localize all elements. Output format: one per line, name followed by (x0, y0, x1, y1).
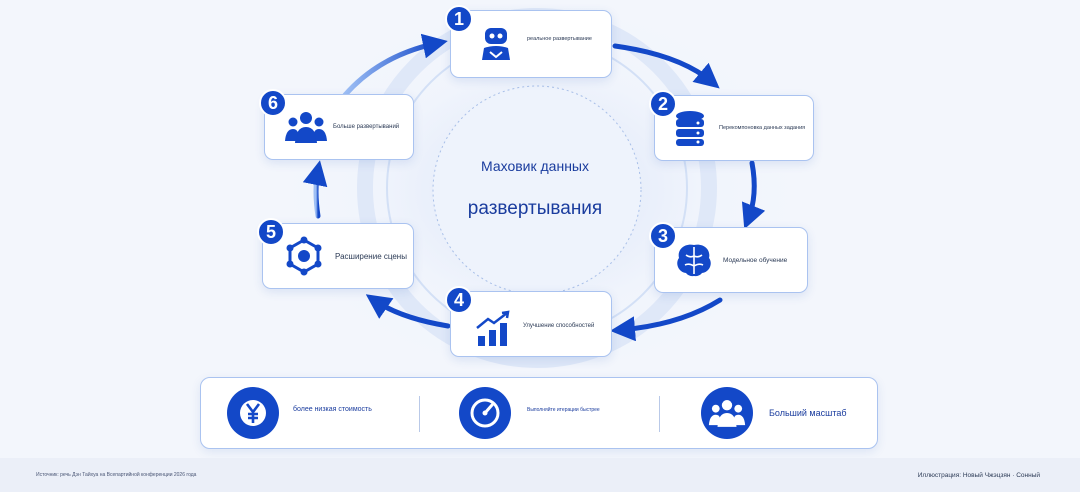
benefit-item-2: Выполняйте итерации быстрее (459, 387, 600, 439)
people-group-icon (283, 104, 329, 150)
brain-icon (671, 237, 717, 283)
step-number-2: 2 (649, 90, 677, 118)
benefit-label-1: более низкая стоимость (293, 405, 372, 413)
yen-coin-icon (227, 387, 279, 439)
inner-circle (432, 85, 642, 295)
step-label-4: Улучшение способностей (523, 323, 595, 329)
step-card-2: 2 Перекомпоновка данных задания (649, 90, 814, 161)
benefit-item-1: более низкая стоимость (227, 387, 372, 439)
arrow-4-to-5 (365, 294, 451, 329)
step-label-2: Перекомпоновка данных задания (719, 125, 806, 131)
arrow-6-to-1 (342, 33, 448, 98)
database-icon (667, 105, 713, 151)
arrow-3-to-4 (610, 297, 723, 342)
step-label-6: Больше развертываний (333, 124, 400, 130)
center-title-line1: Маховик данных (481, 158, 589, 174)
step-number-5: 5 (257, 218, 285, 246)
step-card-6: 6 Больше развертываний (259, 89, 414, 160)
step-number-6: 6 (259, 89, 287, 117)
network-cube-icon (281, 233, 327, 279)
growth-chart-icon (471, 306, 517, 352)
people-group-icon (701, 387, 753, 439)
benefit-divider-1 (419, 396, 420, 432)
illustration-credit: Иллюстрация: Новый Чжэцзян · Сонный (917, 472, 1040, 479)
step-card-3: 3 Модельное обучение (649, 222, 808, 293)
step-card-1: 1 реальное развертывание (445, 5, 612, 78)
speedometer-icon (459, 387, 511, 439)
step-number-1: 1 (445, 5, 473, 33)
benefits-panel: более низкая стоимость Выполняйте итерац… (200, 377, 878, 449)
step-card-4: 4 Улучшение способностей (445, 286, 612, 357)
arrow-1-to-2 (612, 43, 720, 89)
benefit-label-3: Больший масштаб (769, 408, 847, 418)
arrow-5-to-6 (302, 160, 328, 219)
source-note: Источник: речь Дэн Тайхуа на Всепартийно… (36, 472, 197, 478)
step-number-3: 3 (649, 222, 677, 250)
step-card-5: 5 Расширение сцены (257, 218, 414, 289)
benefit-divider-2 (659, 396, 660, 432)
step-number-4: 4 (445, 286, 473, 314)
step-label-1: реальное развертывание (527, 36, 592, 42)
robot-icon (473, 21, 519, 67)
benefit-label-2: Выполняйте итерации быстрее (527, 407, 600, 413)
arrow-2-to-3 (741, 160, 766, 230)
step-label-3: Модельное обучение (723, 256, 788, 264)
center-title-line2: развертывания (467, 198, 603, 219)
benefit-item-3: Больший масштаб (701, 387, 847, 439)
step-label-5: Расширение сцены (335, 251, 407, 261)
footer: Источник: речь Дэн Тайхуа на Всепартийно… (0, 458, 1080, 492)
